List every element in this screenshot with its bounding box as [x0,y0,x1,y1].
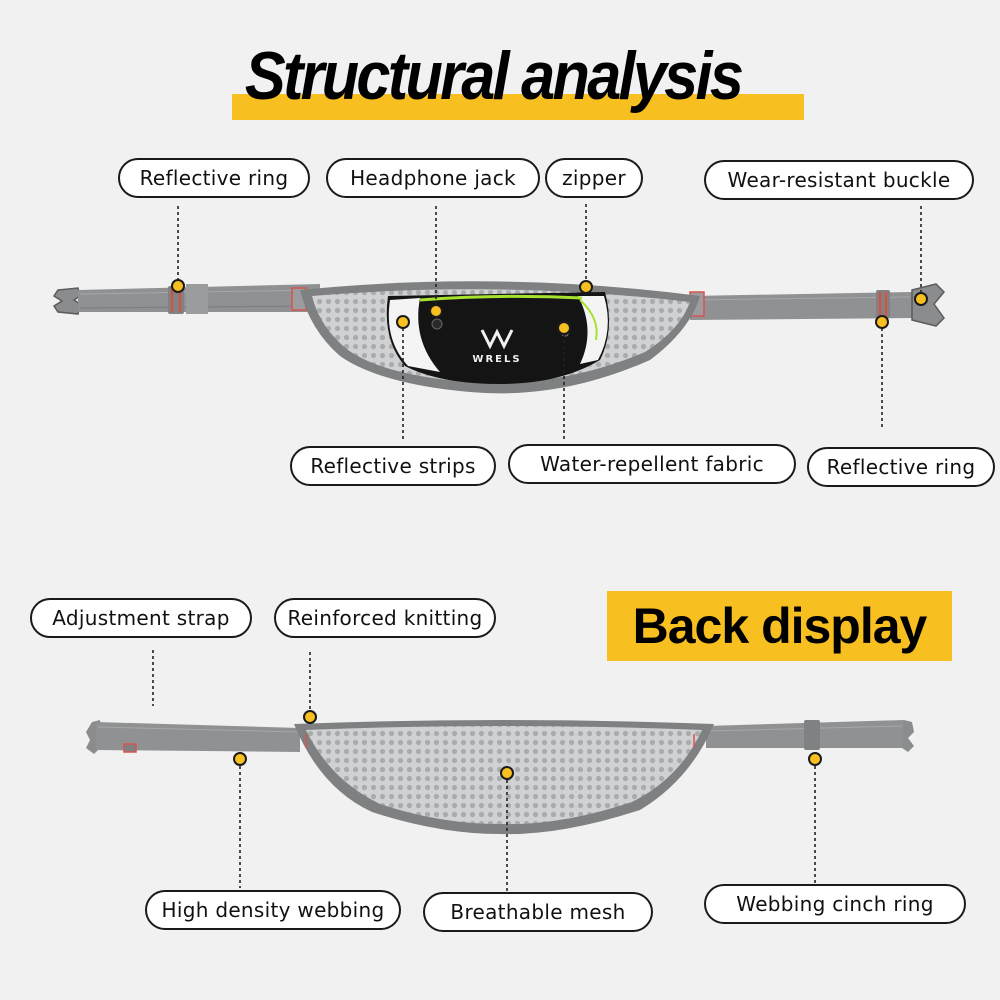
marker-headphone-jack [429,304,443,318]
brand-logo-text: WRELS [472,354,521,365]
label-water-repellent-fabric: Water-repellent fabric [508,444,796,484]
marker-webbing-cinch-ring [808,752,822,766]
label-high-density-webbing: High density webbing [145,890,401,930]
label-wear-resistant-buckle: Wear-resistant buckle [704,160,974,200]
label-webbing-cinch-ring: Webbing cinch ring [704,884,966,924]
page-title: Structural analysis [244,38,744,114]
leader-lines [152,204,922,894]
back-left-strap [96,722,300,752]
back-display-box: Back display [607,591,952,661]
headphone-jack-port [431,318,443,330]
label-breathable-mesh: Breathable mesh [423,892,653,932]
label-reflective-ring-left: Reflective ring [118,158,310,198]
label-reinforced-knitting: Reinforced knitting [274,598,496,638]
zipper-trim [419,294,583,302]
marker-zipper [579,280,593,294]
back-belt [86,720,914,835]
label-headphone-jack: Headphone jack [326,158,540,198]
front-reflective-ring-right [876,290,890,318]
front-pocket [386,292,609,384]
title-block: Structural analysis [232,30,812,126]
brand-logo-mark [480,328,514,350]
markers [171,279,928,780]
label-adjustment-strap: Adjustment strap [30,598,252,638]
marker-breathable-mesh [500,766,514,780]
reflective-strip-right [578,296,608,364]
marker-reflective-strips [396,315,410,329]
front-belt: WRELS [52,281,946,394]
marker-wear-resistant-buckle [914,292,928,306]
marker-water-repellent-fabric [557,321,571,335]
marker-reflective-ring-left [171,279,185,293]
left-buckle [52,287,81,315]
title-underline-bar [232,94,804,120]
right-buckle [911,283,946,327]
marker-reflective-ring-right [875,315,889,329]
webbing-cinch-ring-shape [804,720,820,750]
label-zipper: zipper [545,158,643,198]
back-display-title: Back display [632,598,928,654]
marker-reinforced-knitting [303,710,317,724]
marker-high-density-webbing [233,752,247,766]
label-reflective-strips: Reflective strips [290,446,496,486]
label-reflective-ring-right: Reflective ring [807,447,995,487]
